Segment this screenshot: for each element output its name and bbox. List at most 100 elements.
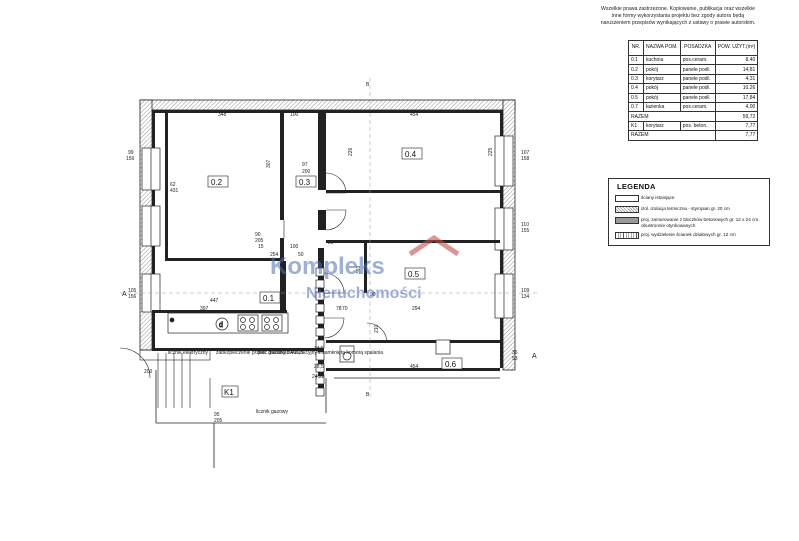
dim-label: 100 <box>290 112 299 118</box>
table-header: POSADZKA <box>679 40 716 56</box>
cell-floor: pos. beton. <box>679 120 716 132</box>
dim-label: 393 <box>356 265 362 274</box>
dim-label: 28,5 <box>314 364 324 370</box>
dim-label: 294 <box>412 306 421 312</box>
dim-label: 95 <box>214 412 220 418</box>
dim-label: 50 <box>298 252 304 258</box>
legend-swatch <box>615 195 639 202</box>
dim-label: 397 <box>200 306 209 312</box>
cell-area: 7,77 <box>714 120 759 132</box>
room-label-box <box>401 147 423 160</box>
dim-label: 205 <box>214 418 223 424</box>
dim-label: 225 <box>488 147 494 156</box>
room-label-box <box>404 267 426 280</box>
note-gas-meter: licznik gazowy <box>256 409 288 415</box>
cell-name: korytarz <box>643 73 681 85</box>
legend-text: ściany istniejące <box>641 195 675 200</box>
dim-label: 100 <box>290 244 299 250</box>
dim-label: 200 <box>144 369 153 375</box>
legend-swatch <box>615 232 639 239</box>
section-mark: A <box>532 353 537 360</box>
cell-name: kuchnia <box>643 54 681 66</box>
legend-swatch <box>615 217 639 224</box>
watermark: Kompleks Nieruchomości <box>270 234 460 302</box>
note-protection: zabezpieczenie przedl. mieszkań 461,5 <box>216 350 303 356</box>
watermark-line1: Kompleks <box>270 253 385 280</box>
dim-label: 97 <box>302 162 308 168</box>
dim-label: 53 <box>512 356 518 362</box>
cell-nr: 0.7 <box>628 101 644 113</box>
dim-label: 454 <box>410 364 419 370</box>
room-label-box <box>295 175 317 188</box>
cell-total: 59,72 <box>714 111 759 122</box>
cell-nr: 0.4 <box>628 83 644 94</box>
cell-name: korytarz <box>643 120 681 132</box>
cell-name: pokój <box>643 83 681 94</box>
cell-name: pokój <box>643 92 681 103</box>
note-electric-meter: licznik elektryczny <box>168 350 209 356</box>
dim-label: 14,5 <box>314 346 324 352</box>
cell-floor: pos.ceram. <box>679 54 716 66</box>
cell-area: 17,84 <box>714 92 759 103</box>
windows <box>141 135 514 319</box>
legend-text: proj. wydzielenie ścianek działowych gr.… <box>641 232 736 237</box>
dim-label: 90 <box>370 292 376 298</box>
floor-plan: d B <box>119 78 540 508</box>
room-label-box <box>207 175 229 188</box>
dim-label: 105 <box>128 288 137 294</box>
dim-label: 158 <box>521 156 530 162</box>
floor-plan-drawing: d B <box>119 78 540 468</box>
dim-label: 29 <box>328 240 334 246</box>
dim-label: 205 <box>255 238 264 244</box>
dim-label: 454 <box>410 112 419 118</box>
dim-label: 431 <box>170 188 179 194</box>
room-label: 0.6 <box>445 360 457 369</box>
room-area-table: NR. NAZWA POM. POSADZKA POW. UŻYT.(m²) 0… <box>628 40 759 141</box>
cell-nr: 0.1 <box>628 54 644 66</box>
room-label-box <box>441 357 463 370</box>
legend-text: proj. zamurowanie z bloczków betonowych … <box>641 217 760 228</box>
section-mark: A <box>122 291 127 298</box>
dim-label: 109 <box>521 288 530 294</box>
cell-total: 7,77 <box>714 130 759 141</box>
room-label-box <box>259 291 281 304</box>
cell-area: 14,81 <box>714 64 759 75</box>
cell-floor: panele podł. <box>679 64 716 75</box>
dim-label: 307 <box>266 159 272 168</box>
dim-label: 254 <box>270 252 279 258</box>
legend-title: LEGENDA <box>617 182 656 191</box>
dim-label: 134 <box>521 294 530 300</box>
legend-swatch <box>615 206 639 213</box>
dim-label: 62 <box>170 182 176 188</box>
dim-label: 107 <box>521 150 530 156</box>
dim-label: 200 <box>302 169 311 175</box>
cell-floor: panele podł. <box>679 83 716 94</box>
dim-label: 36 <box>512 350 518 356</box>
cell-total-label: RAZEM <box>628 130 716 141</box>
table-header: NAZWA POM. <box>643 40 681 56</box>
room-label: 0.3 <box>299 178 311 187</box>
table-header: NR. <box>628 40 644 56</box>
cell-nr: 0.2 <box>628 64 644 75</box>
dim-label: 15 <box>258 244 264 250</box>
note-gas-boiler: piec gazowy dwufunkcyjny z zamkniętą kom… <box>258 350 383 356</box>
cell-name: pokój <box>643 64 681 75</box>
dim-label: 156 <box>126 156 135 162</box>
dim-label: 78 <box>336 306 342 312</box>
svg-text:d: d <box>219 322 223 329</box>
cell-floor: panele podł. <box>679 92 716 103</box>
kitchen-fittings: d <box>167 312 451 363</box>
dim-label: 24,22 <box>312 374 325 380</box>
dim-label: 110 <box>521 222 529 228</box>
watermark-roof-icon <box>408 234 460 257</box>
room-label: 0.1 <box>263 294 275 303</box>
cell-name: łazienka <box>643 101 681 113</box>
section-lines <box>120 78 540 398</box>
